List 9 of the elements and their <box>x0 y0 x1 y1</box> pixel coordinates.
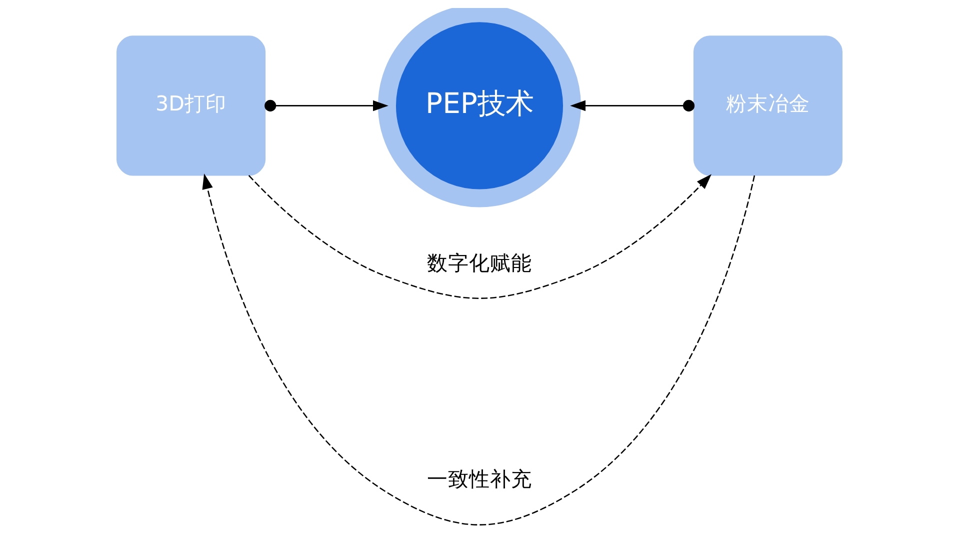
arrow <box>570 100 695 112</box>
edge-label: 数字化赋能 <box>427 250 532 275</box>
arrow <box>202 174 756 526</box>
node-box: 3D打印 <box>116 36 266 176</box>
arrow <box>264 100 388 112</box>
edge-label: 一致性补充 <box>427 466 532 491</box>
node-circle: PEP技术 <box>378 8 581 208</box>
arrow <box>248 174 712 299</box>
node-box: 粉末冶金 <box>693 36 842 176</box>
